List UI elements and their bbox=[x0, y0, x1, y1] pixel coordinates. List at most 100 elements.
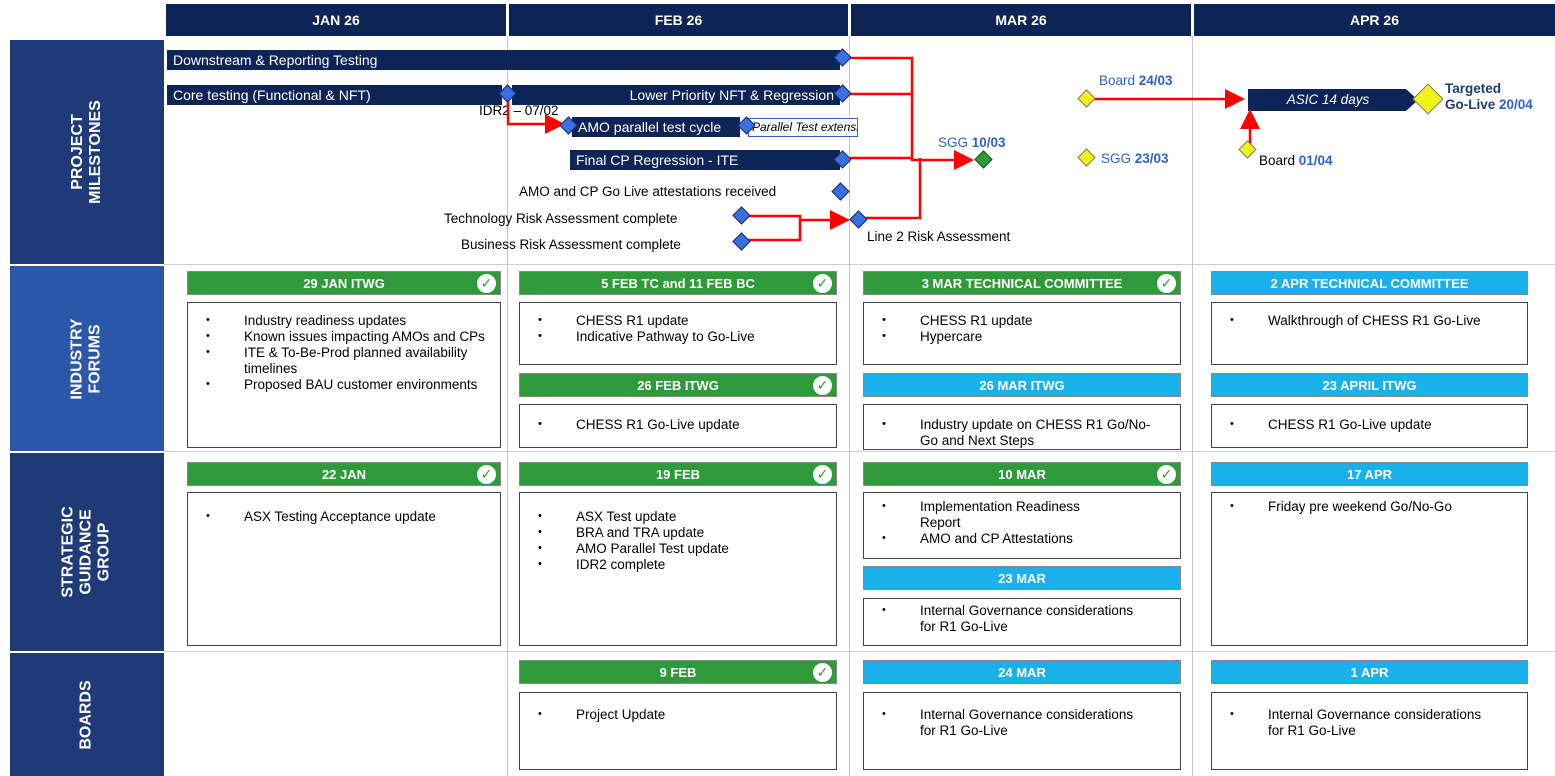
check-icon: ✓ bbox=[812, 273, 833, 294]
sgg-box-mar-10: Implementation Readiness Report AMO and … bbox=[863, 492, 1181, 559]
asic-14-days-chevron: ASIC 14 days bbox=[1248, 89, 1418, 111]
list-item: Hypercare bbox=[864, 329, 1174, 345]
sgg-box-feb: ASX Test update BRA and TRA update AMO P… bbox=[519, 492, 837, 646]
grid-line bbox=[507, 36, 508, 776]
list-item: ASX Testing Acceptance update bbox=[188, 509, 494, 525]
diamond-business-risk bbox=[732, 232, 751, 251]
forum-header-mar-tc: 3 MAR TECHNICAL COMMITTEE✓ bbox=[863, 271, 1181, 295]
row-separator bbox=[164, 651, 1555, 652]
row-separator bbox=[164, 451, 1555, 452]
list-item: Friday pre weekend Go/No-Go bbox=[1212, 499, 1521, 515]
diamond-sgg-1003 bbox=[974, 150, 993, 169]
list-item: Known issues impacting AMOs and CPs bbox=[188, 329, 494, 345]
sgg-header-mar-10: 10 MAR✓ bbox=[863, 462, 1181, 486]
forum-header-apr-itwg: 23 APRIL ITWG bbox=[1211, 373, 1528, 397]
amo-parallel-bar: AMO parallel test cycle bbox=[572, 117, 740, 137]
list-item: IDR2 complete bbox=[520, 557, 830, 573]
sgg-box-jan: ASX Testing Acceptance update bbox=[187, 492, 501, 646]
sgg-box-mar-23: Internal Governance considerations for R… bbox=[863, 598, 1181, 646]
month-header-feb: FEB 26 bbox=[509, 4, 848, 36]
forum-box-apr-tc: Walkthrough of CHESS R1 Go-Live bbox=[1211, 302, 1528, 365]
check-icon: ✓ bbox=[1156, 273, 1177, 294]
parallel-extension-box: Parallel Test extension bbox=[748, 118, 858, 137]
list-item: Industry readiness updates bbox=[188, 313, 494, 329]
core-testing-bar: Core testing (Functional & NFT) bbox=[167, 85, 502, 105]
forum-box-jan: Industry readiness updates Known issues … bbox=[187, 302, 501, 448]
forum-header-mar-itwg: 26 MAR ITWG bbox=[863, 373, 1181, 397]
lower-priority-bar: Lower Priority NFT & Regression bbox=[512, 85, 840, 105]
sgg-box-apr: Friday pre weekend Go/No-Go bbox=[1211, 492, 1528, 646]
idr2-label: IDR2 – 07/02 bbox=[479, 103, 559, 118]
list-item: Implementation Readiness Report bbox=[864, 499, 1120, 530]
row-label-sgg: STRATEGIC GUIDANCE GROUP bbox=[10, 453, 164, 651]
business-risk-label: Business Risk Assessment complete bbox=[461, 237, 681, 252]
sgg-2303-label: SGG 23/03 bbox=[1101, 151, 1169, 166]
row-label-boards: BOARDS bbox=[10, 653, 164, 776]
list-item: Project Update bbox=[520, 707, 830, 723]
list-item: Indicative Pathway to Go-Live bbox=[520, 329, 830, 345]
board-box-mar: Internal Governance considerations for R… bbox=[863, 692, 1181, 770]
check-icon: ✓ bbox=[1156, 464, 1177, 485]
diamond-line2-risk bbox=[849, 210, 868, 229]
check-icon: ✓ bbox=[476, 273, 497, 294]
final-cp-regression-bar: Final CP Regression - ITE bbox=[570, 150, 840, 170]
forum-box-feb-tc: CHESS R1 update Indicative Pathway to Go… bbox=[519, 302, 837, 365]
list-item: AMO and CP Attestations bbox=[864, 531, 1120, 547]
list-item: ASX Test update bbox=[520, 509, 830, 525]
diamond-sgg-2303 bbox=[1077, 148, 1096, 167]
grid-line bbox=[1192, 36, 1193, 776]
board-header-apr: 1 APR bbox=[1211, 660, 1528, 684]
forum-box-apr-itwg: CHESS R1 Go-Live update bbox=[1211, 404, 1528, 448]
sgg-header-feb: 19 FEB✓ bbox=[519, 462, 837, 486]
list-item: CHESS R1 Go-Live update bbox=[520, 417, 830, 433]
forum-header-apr-tc: 2 APR TECHNICAL COMMITTEE bbox=[1211, 271, 1528, 295]
attestations-label: AMO and CP Go Live attestations received bbox=[519, 184, 777, 199]
list-item: Proposed BAU customer environments bbox=[188, 377, 494, 393]
sgg-header-apr: 17 APR bbox=[1211, 462, 1528, 486]
asic-chevron-shape bbox=[1248, 89, 1418, 111]
list-item: Industry update on CHESS R1 Go/No-Go and… bbox=[864, 417, 1152, 448]
forum-box-feb-itwg: CHESS R1 Go-Live update bbox=[519, 404, 837, 448]
list-item: ITE & To-Be-Prod planned availability ti… bbox=[188, 345, 494, 376]
list-item: CHESS R1 update bbox=[520, 313, 830, 329]
month-header-apr: APR 26 bbox=[1194, 4, 1555, 36]
diamond-tech-risk bbox=[732, 206, 751, 225]
month-header-jan: JAN 26 bbox=[166, 4, 506, 36]
forum-header-feb-itwg: 26 FEB ITWG✓ bbox=[519, 373, 837, 397]
forum-box-mar-itwg: Industry update on CHESS R1 Go/No-Go and… bbox=[863, 404, 1181, 450]
diamond-board-2403 bbox=[1077, 89, 1096, 108]
board-box-feb: Project Update bbox=[519, 692, 837, 770]
diamond-attestations bbox=[831, 182, 850, 201]
list-item: Internal Governance considerations for R… bbox=[864, 707, 1152, 738]
forum-header-jan: 29 JAN ITWG✓ bbox=[187, 271, 501, 295]
grid-line bbox=[849, 36, 850, 776]
list-item: AMO Parallel Test update bbox=[520, 541, 830, 557]
list-item: CHESS R1 Go-Live update bbox=[1212, 417, 1521, 433]
list-item: Walkthrough of CHESS R1 Go-Live bbox=[1212, 313, 1497, 329]
row-label-milestones: PROJECT MILESTONES bbox=[10, 40, 164, 264]
month-header-mar: MAR 26 bbox=[851, 4, 1191, 36]
row-separator bbox=[164, 264, 1555, 265]
check-icon: ✓ bbox=[812, 464, 833, 485]
sgg-1003-label: SGG 10/03 bbox=[938, 135, 1006, 150]
targeted-golive-label: Targeted Go-Live 20/04 bbox=[1445, 81, 1533, 112]
diamond-board-0104 bbox=[1238, 140, 1257, 159]
line2-risk-label: Line 2 Risk Assessment bbox=[867, 229, 1011, 244]
sgg-header-mar-23: 23 MAR bbox=[863, 566, 1181, 590]
row-label-forums: INDUSTRY FORUMS bbox=[10, 266, 164, 451]
board-2403-label: Board 24/03 bbox=[1099, 73, 1173, 88]
downstream-testing-bar: Downstream & Reporting Testing bbox=[167, 50, 840, 70]
asic-label: ASIC 14 days bbox=[1286, 92, 1370, 107]
list-item: Internal Governance considerations for R… bbox=[1212, 707, 1499, 738]
check-icon: ✓ bbox=[476, 464, 497, 485]
forum-header-feb-tc: 5 FEB TC and 11 FEB BC✓ bbox=[519, 271, 837, 295]
check-icon: ✓ bbox=[812, 375, 833, 396]
forum-box-mar-tc: CHESS R1 update Hypercare bbox=[863, 302, 1181, 365]
sgg-header-jan: 22 JAN✓ bbox=[187, 462, 501, 486]
board-0104-label: Board 01/04 bbox=[1259, 153, 1333, 168]
list-item: CHESS R1 update bbox=[864, 313, 1174, 329]
board-box-apr: Internal Governance considerations for R… bbox=[1211, 692, 1528, 770]
list-item: BRA and TRA update bbox=[520, 525, 830, 541]
check-icon: ✓ bbox=[812, 662, 833, 683]
board-header-mar: 24 MAR bbox=[863, 660, 1181, 684]
